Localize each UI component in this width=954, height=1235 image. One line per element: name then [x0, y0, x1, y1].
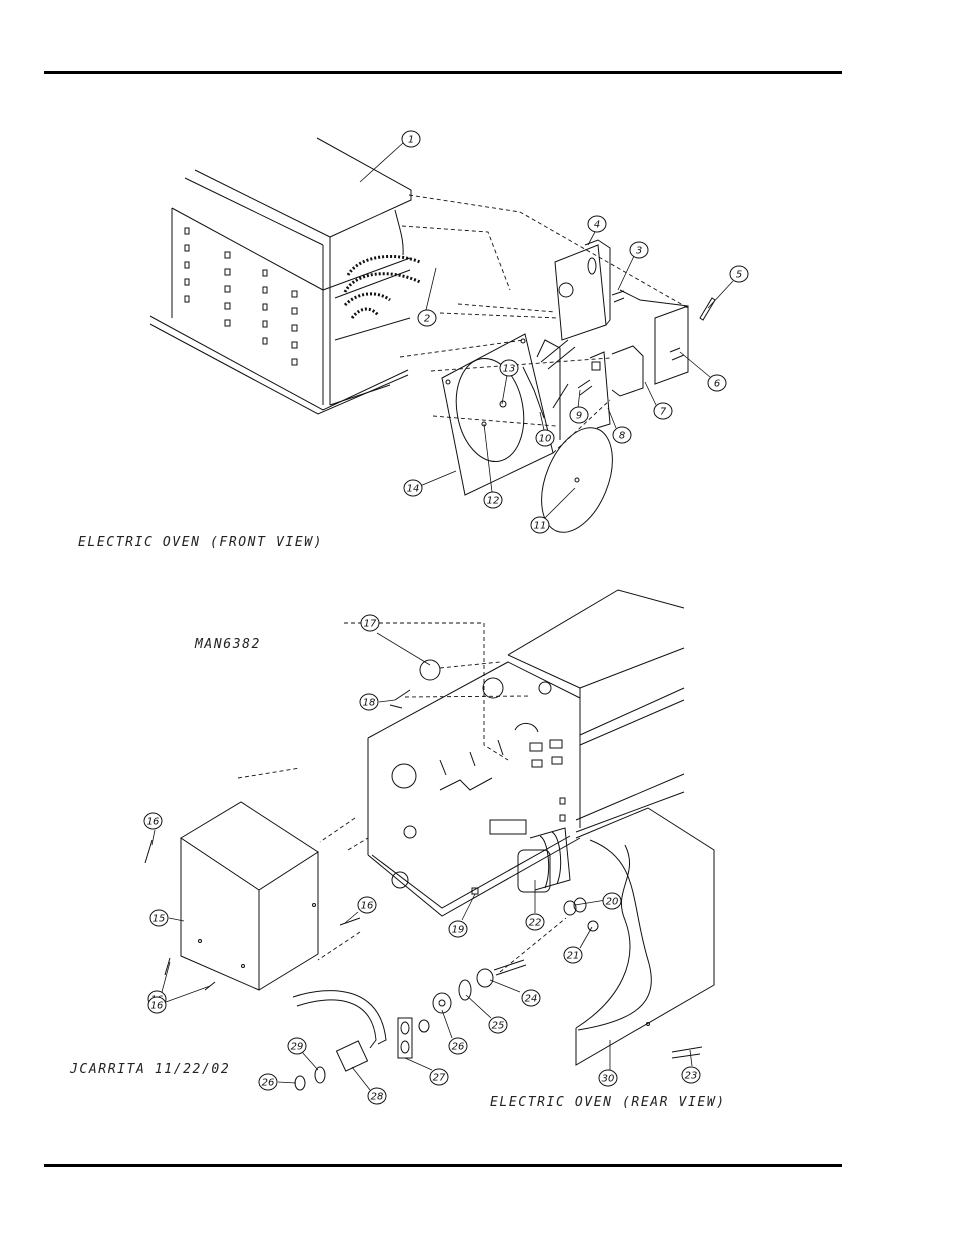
- rear-callout-circle-2: [143, 812, 163, 830]
- front-callout-label-13: 13: [503, 364, 516, 375]
- bottom-rule: [44, 1164, 842, 1167]
- front-callout-label-3: 3: [636, 246, 642, 257]
- rear-callout-circle-19: [287, 1037, 307, 1055]
- front-callout-circle-10: [535, 429, 555, 447]
- rear-callout-label-2: 16: [147, 817, 160, 828]
- rear-callout-circle-16: [258, 1073, 278, 1091]
- rear-callout-circle-10: [563, 946, 583, 964]
- rear-callout-circle-20: [598, 1069, 618, 1087]
- rear-callout-circle-14: [488, 1016, 508, 1034]
- front-callout-circle-8: [612, 426, 632, 444]
- rear-callout-circle-1: [149, 909, 169, 927]
- front-callout-circle-3: [629, 241, 649, 259]
- rear-callout-balloons: 1516161616171819202122232425262627282930: [143, 614, 701, 1105]
- rear-callout-label-6: 17: [364, 619, 377, 630]
- rear-callout-circle-6: [360, 614, 380, 632]
- front-callout-label-7: 7: [660, 407, 667, 418]
- rear-callout-circle-7: [359, 693, 379, 711]
- rear-callout-circle-17: [429, 1068, 449, 1086]
- rear-callout-label-12: 23: [685, 1071, 698, 1082]
- front-callout-circle-14: [403, 479, 423, 497]
- rear-callout-circle-3: [357, 896, 377, 914]
- oven-cavity-rear: [367, 589, 685, 917]
- front-callout-label-5: 5: [736, 270, 742, 281]
- front-view-caption: ELECTRIC OVEN (FRONT VIEW): [78, 535, 324, 550]
- rear-callout-circle-18: [367, 1087, 387, 1105]
- drawing-number: MAN6382: [195, 637, 261, 652]
- front-callout-label-14: 14: [407, 484, 420, 495]
- front-callout-label-4: 4: [594, 220, 600, 231]
- front-callout-circle-5: [729, 265, 749, 283]
- oven-cavity-front: [149, 137, 421, 415]
- rear-callout-circle-5: [147, 996, 167, 1014]
- rear-callout-label-14: 25: [492, 1021, 505, 1032]
- front-callout-label-9: 9: [576, 411, 582, 422]
- rear-callout-label-15: 26: [452, 1042, 465, 1053]
- rear-callout-label-17: 27: [433, 1073, 446, 1084]
- front-callout-circle-7: [653, 402, 673, 420]
- rear-callout-circle-9: [602, 892, 622, 910]
- front-callout-label-12: 12: [487, 496, 500, 507]
- rear-explode-lines: [237, 622, 567, 973]
- rear-callout-label-11: 22: [529, 918, 542, 929]
- rear-view-caption: ELECTRIC OVEN (REAR VIEW): [490, 1095, 726, 1110]
- rear-panel-30: [575, 807, 715, 1066]
- front-callout-circle-11: [530, 516, 550, 534]
- rear-callout-label-8: 19: [452, 925, 465, 936]
- front-callout-circle-12: [483, 491, 503, 509]
- rear-callout-circle-8: [448, 920, 468, 938]
- front-callout-circle-6: [707, 374, 727, 392]
- front-leader-lines: [359, 142, 734, 519]
- front-callout-circle-4: [587, 215, 607, 233]
- rear-callout-label-13: 24: [525, 994, 538, 1005]
- control-box-cover-15: [180, 801, 319, 991]
- front-callout-label-6: 6: [714, 379, 720, 390]
- front-callout-label-2: 2: [424, 314, 430, 325]
- drafter-note: JCARRITA 11/22/02: [70, 1062, 231, 1077]
- front-callout-circle-13: [499, 359, 519, 377]
- rear-callout-label-5: 16: [151, 1001, 164, 1012]
- brackets-front: [522, 239, 689, 440]
- front-callout-circle-9: [569, 406, 589, 424]
- front-explode-lines: [399, 194, 689, 454]
- rear-callout-circle-15: [448, 1037, 468, 1055]
- rear-callout-label-19: 29: [291, 1042, 304, 1053]
- front-callout-label-8: 8: [619, 431, 625, 442]
- front-callout-label-1: 1: [408, 135, 414, 146]
- front-callout-label-10: 10: [539, 434, 552, 445]
- rear-callout-label-20: 30: [602, 1074, 615, 1085]
- fan-disc-11: [541, 427, 613, 533]
- rear-callout-label-9: 20: [606, 897, 619, 908]
- power-cord-28: [292, 990, 387, 1091]
- front-callout-label-11: 11: [534, 521, 547, 532]
- rear-callout-circle-13: [521, 989, 541, 1007]
- rear-callout-label-1: 15: [153, 914, 166, 925]
- rear-callout-label-7: 18: [363, 698, 376, 709]
- rear-leader-lines: [151, 632, 693, 1091]
- rear-callout-circle-12: [681, 1066, 701, 1084]
- rear-callout-label-16: 26: [262, 1078, 275, 1089]
- rear-callout-label-10: 21: [567, 951, 580, 962]
- mount-hardware: [144, 659, 703, 1059]
- rear-callout-circle-11: [525, 913, 545, 931]
- front-callout-circle-1: [401, 130, 421, 148]
- rear-callout-label-18: 28: [371, 1092, 384, 1103]
- front-callout-circle-2: [417, 309, 437, 327]
- rear-callout-label-3: 16: [361, 901, 374, 912]
- top-rule: [44, 71, 842, 74]
